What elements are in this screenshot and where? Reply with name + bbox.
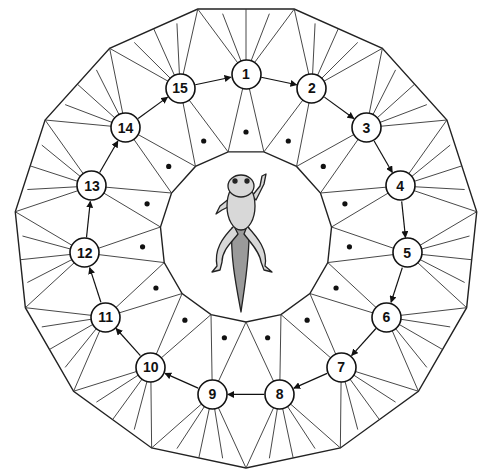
number-circle: 5 (392, 237, 423, 268)
dot-marker (347, 244, 352, 249)
callout-number: 7 (337, 359, 345, 375)
callout-number: 15 (172, 80, 188, 96)
callout-number: 1 (242, 66, 250, 82)
callout-number: 6 (382, 309, 390, 325)
dot-marker (333, 285, 338, 290)
ring-connector (402, 201, 406, 237)
ring-connector (86, 201, 90, 237)
dot-marker (201, 138, 206, 143)
eye (245, 179, 249, 183)
dot-marker (342, 201, 347, 206)
dot-marker (243, 129, 248, 134)
number-circle: 4 (385, 170, 416, 201)
dot-marker (265, 335, 270, 340)
number-circle: 7 (326, 352, 357, 383)
number-circle: 12 (69, 237, 100, 268)
tail (232, 228, 250, 312)
callout-number: 13 (84, 178, 100, 194)
number-circle: 9 (197, 379, 228, 410)
dot-marker (321, 164, 326, 169)
dot-marker (140, 244, 145, 249)
callout-number: 5 (403, 245, 411, 261)
callout-number: 14 (118, 120, 134, 136)
number-circle: 3 (351, 112, 382, 143)
ring-connector (100, 141, 118, 172)
ring-connector (391, 268, 402, 303)
number-circle: 2 (296, 73, 327, 104)
ring-connector (352, 329, 376, 356)
number-circle: 15 (165, 73, 196, 104)
eye (233, 179, 237, 183)
callout-number: 4 (396, 178, 404, 194)
hind-leg (212, 226, 238, 272)
ring-connector (138, 97, 167, 118)
head (228, 175, 254, 197)
number-circle: 11 (90, 302, 121, 333)
number-circle: 8 (264, 379, 295, 410)
hind-leg (244, 226, 272, 272)
callout-number: 3 (362, 120, 370, 136)
callout-number: 2 (308, 80, 316, 96)
callout-number: 8 (276, 386, 284, 402)
ring-connector (294, 373, 327, 388)
dot-marker (182, 318, 187, 323)
ring-connector (165, 373, 198, 388)
callout-number: 9 (208, 386, 216, 402)
outer-border (15, 9, 476, 468)
ring-connector (228, 394, 264, 395)
dot-marker (286, 138, 291, 143)
ring-connector (116, 329, 140, 356)
ring-connector (90, 268, 101, 303)
callout-number: 12 (77, 245, 93, 261)
dot-marker (305, 318, 310, 323)
number-circle: 1 (231, 59, 262, 90)
ring-connector (261, 77, 297, 85)
number-circle: 13 (76, 170, 107, 201)
dot-marker (166, 164, 171, 169)
inner-border (160, 152, 331, 322)
callout-number: 11 (98, 309, 113, 325)
number-circle: 6 (371, 302, 402, 333)
callout-number: 10 (143, 359, 159, 375)
number-circle: 10 (135, 352, 166, 383)
ring-connector (195, 77, 231, 85)
ring-connector (324, 97, 353, 118)
dot-marker (153, 285, 158, 290)
dot-marker (144, 201, 149, 206)
ring-connector (374, 141, 392, 172)
number-circle: 14 (110, 112, 141, 143)
dot-marker (222, 335, 227, 340)
